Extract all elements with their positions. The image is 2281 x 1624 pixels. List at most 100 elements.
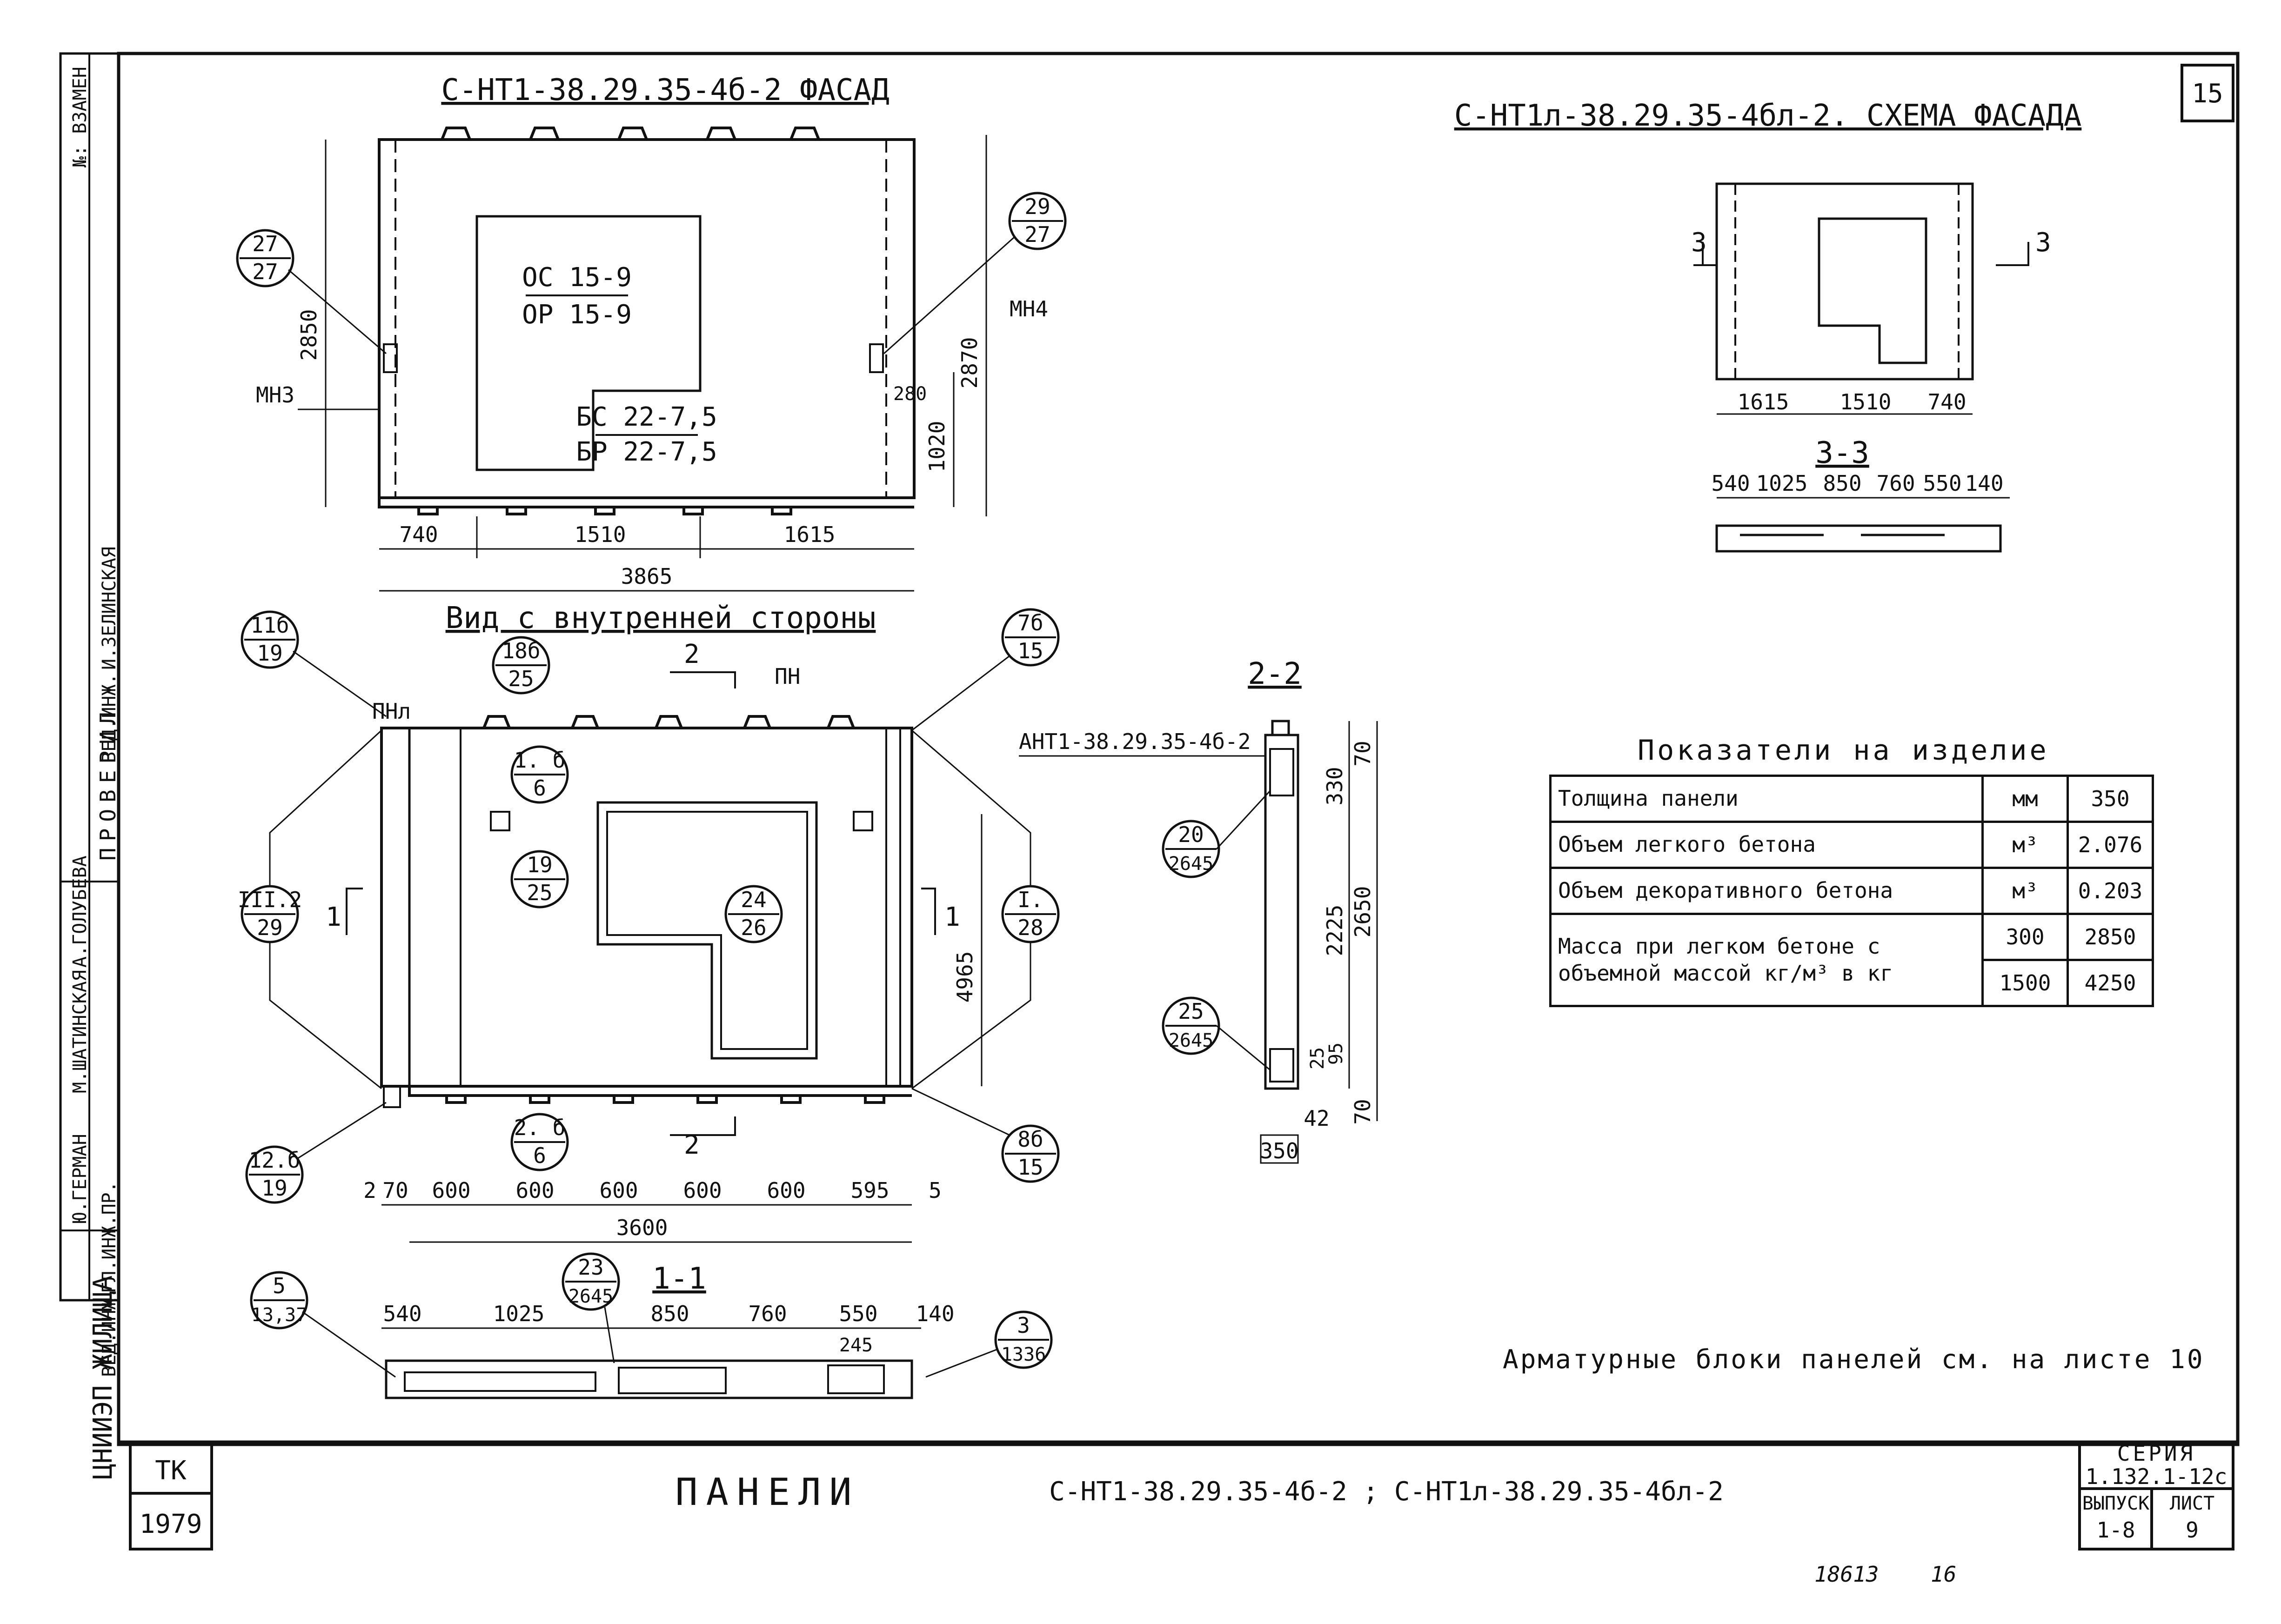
row-name: Объем легкого бетона — [1549, 821, 1984, 869]
table-row: Объем легкого бетона м³ 2.076 — [1549, 821, 2154, 869]
mass-density-1: 300 — [1981, 913, 2069, 961]
inner-callout-6-bottom: 29 — [257, 915, 282, 940]
inner-callout-8-top: 12.б — [249, 1148, 301, 1173]
facade-dim-height-right: 2870 — [957, 337, 982, 389]
facade-dim-w2: 1510 — [575, 522, 626, 547]
facade-dim-offset: 280 — [893, 383, 927, 405]
section22-dim-5: 25 — [1307, 1047, 1328, 1069]
inner-callout-3-bottom: 6 — [533, 775, 546, 801]
scheme-sec-dim-5: 550 — [1923, 471, 1961, 496]
section22-callout-a-bottom: 2645 — [1169, 853, 1213, 875]
inner-callout-11-top: 8б — [1017, 1127, 1043, 1152]
section11-callout-mid-bottom: 2645 — [569, 1286, 613, 1307]
inner-callout-1-bottom: 19 — [257, 641, 282, 666]
section22-dim-6: 95 — [1325, 1043, 1347, 1065]
table-row: Толщина панели мм 350 — [1549, 775, 2154, 823]
section22-callout-b-bottom: 2645 — [1169, 1030, 1213, 1051]
scheme-sec-dim-1: 540 — [1711, 471, 1750, 496]
door-label-bottom: БР 22-7,5 — [576, 437, 717, 467]
section22-dim-9: 350 — [1260, 1138, 1298, 1163]
tb-series-label: СЕРИЯ — [2117, 1441, 2195, 1466]
row-value: 2.076 — [2067, 821, 2154, 869]
tb-title-codes: С-НТ1-38.29.35-4б-2 ; С-НТ1л-38.29.35-4б… — [1049, 1477, 1724, 1507]
inner-callout-11-bottom: 15 — [1017, 1155, 1043, 1180]
inner-callout-9-top: 7б — [1017, 610, 1043, 635]
facade-left-part: МН3 — [256, 382, 294, 408]
tb-bottom-note-1: 18613 — [1814, 1562, 1879, 1587]
inner-total: 3600 — [616, 1215, 668, 1240]
stamp-role-1: ГЛ.ИНЖ.ПР. — [99, 1181, 120, 1293]
row-unit: м³ — [1981, 821, 2069, 869]
inner-cut-right: 1 — [944, 902, 960, 932]
reinforcement-note: Арматурные блоки панелей см. на листе 10 — [1503, 1344, 2205, 1375]
facade-right-part: МН4 — [1010, 296, 1048, 321]
section22-dim-7: 70 — [1350, 1099, 1375, 1124]
stamp-replace: №: ВЗАМЕН — [69, 67, 91, 167]
table-row: Масса при легком бетоне с объемной массо… — [1549, 913, 2154, 1007]
stamp-checker-1: ВЕД.ИНЖ. — [99, 673, 120, 763]
window-label-top: ОС 15-9 — [522, 262, 632, 293]
inner-cut-left: 1 — [326, 902, 341, 932]
inner-dim-2: 70 — [382, 1178, 408, 1203]
inner-callout-5-bottom: 26 — [741, 915, 766, 940]
inner-callout-3-top: 1. б — [514, 748, 566, 773]
section11-callout-left-bottom: 13,37 — [251, 1304, 307, 1326]
inner-callout-4-bottom: 25 — [527, 880, 552, 905]
scheme-cut-left: 3 — [1691, 227, 1707, 258]
indicators-table: Толщина панели мм 350 Объем легкого бето… — [1549, 775, 2154, 1007]
section22-callout-b-top: 25 — [1178, 999, 1204, 1024]
stamp-name-3: А.ГОЛУБЕВА — [69, 855, 91, 968]
scheme-dim-w1: 1615 — [1738, 389, 1789, 414]
tb-series: 1.132.1-12с — [2086, 1464, 2227, 1489]
section11-dim-3: 850 — [650, 1301, 689, 1326]
section22-dim-3: 2225 — [1322, 905, 1347, 956]
section11-callout-mid-top: 23 — [578, 1255, 603, 1280]
facade-dim-total: 3865 — [621, 564, 673, 589]
section22-dim-8: 42 — [1304, 1106, 1329, 1131]
inner-callout-2-top: 18б — [502, 638, 540, 663]
facade-dim-w1: 740 — [399, 522, 438, 547]
inner-dim-6: 600 — [683, 1178, 722, 1203]
section22-dim-4: 2650 — [1350, 886, 1375, 938]
row-name: Толщина панели — [1549, 775, 1984, 823]
door-label-top: БС 22-7,5 — [576, 402, 717, 432]
inner-callout-7-top: 2. б — [514, 1115, 566, 1140]
inner-callout-10-bottom: 28 — [1017, 915, 1043, 940]
side-stamp: №: ВЗАМЕН ПРОВЕРИЛ Ю.ГЕРМАН М.ШАТИНСКАЯ … — [59, 52, 120, 1479]
section11-dim-4: 760 — [748, 1301, 787, 1326]
tb-sheet: 9 — [2186, 1517, 2199, 1543]
facade-dim-door-height: 1020 — [924, 421, 950, 473]
table-row: Объем декоративного бетона м³ 0.203 — [1549, 867, 2154, 915]
inner-dim-8: 595 — [850, 1178, 889, 1203]
scheme-dim-w3: 740 — [1927, 389, 1966, 414]
inner-dim-3: 600 — [432, 1178, 470, 1203]
table-row: 1500 4250 — [1551, 959, 2154, 1007]
facade-callout-right-top: 29 — [1024, 194, 1050, 219]
mass-density-2: 1500 — [1981, 959, 2069, 1007]
scheme-dim-w2: 1510 — [1840, 389, 1892, 414]
facade-callout-left-bottom: 27 — [252, 259, 278, 284]
scheme-cut-right: 3 — [2035, 227, 2051, 258]
stamp-name-2: М.ШАТИНСКАЯ — [69, 970, 91, 1093]
sheet-number-box — [2181, 64, 2234, 122]
facade-dim-height-left: 2850 — [296, 309, 321, 361]
stamp-role-2: ВЕД.ИНЖ. — [99, 1287, 120, 1377]
row-name: Объем декоративного бетона — [1549, 867, 1984, 915]
inner-callout-2-bottom: 25 — [508, 666, 534, 691]
facade-callout-right-bottom: 27 — [1024, 222, 1050, 247]
scheme-sec-dim-2: 1025 — [1756, 471, 1808, 496]
scheme-sec-dim-4: 760 — [1876, 471, 1915, 496]
row-unit: м³ — [1981, 867, 2069, 915]
scheme-title: С-НТ1л-38.29.35-4бл-2. СХЕМА ФАСАДА — [1454, 99, 2082, 133]
section11-dim-6: 140 — [916, 1301, 954, 1326]
row-unit: мм — [1981, 775, 2069, 823]
facade-callout-left-top: 27 — [252, 231, 278, 256]
section22-view: 2-2 АНТ1-38.29.35-4б-2 70 330 2225 2650 … — [1019, 657, 1378, 1164]
stamp-org: ЦНИИЭП ЖИЛИЩА — [88, 1276, 118, 1479]
inner-view: Вид с внутренней стороны ПНл ПН 2 2 1 1 … — [238, 601, 1060, 1243]
stamp-checker-2: И.ЗЕЛИНСКАЯ — [99, 547, 120, 670]
section22-dim-2: 330 — [1322, 767, 1347, 805]
section33-title: 3-3 — [1815, 436, 1869, 470]
section22-title: 2-2 — [1248, 657, 1302, 691]
